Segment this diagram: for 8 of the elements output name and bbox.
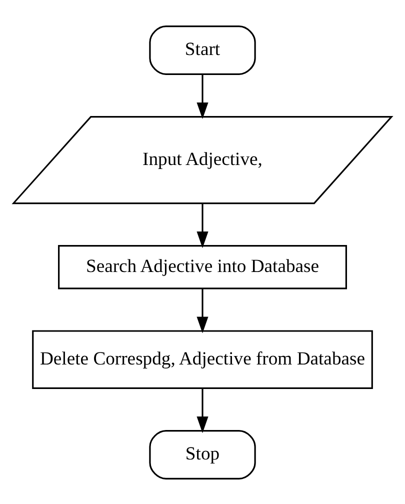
node-box: Delete Correspdg, Adjective from Database — [32, 330, 373, 388]
node-box: Search Adjective into Database — [58, 244, 347, 289]
node-box: Stop — [149, 429, 256, 479]
node-box: Start — [149, 25, 256, 75]
arrow — [196, 74, 208, 118]
arrow — [196, 288, 208, 333]
arrow — [196, 388, 208, 433]
arrow — [196, 203, 208, 248]
